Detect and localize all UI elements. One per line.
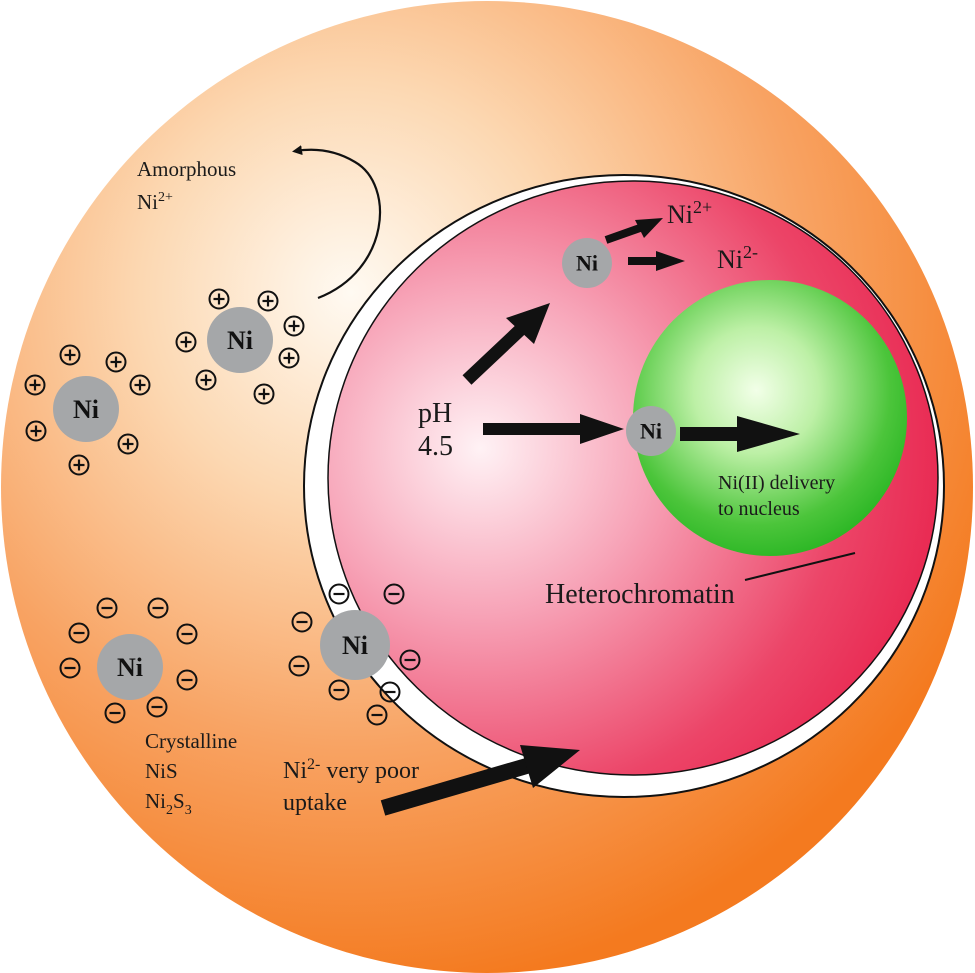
plus-charge-icon: + bbox=[278, 347, 300, 369]
minus-charge-icon: − bbox=[366, 704, 388, 726]
minus-charge-icon: − bbox=[328, 583, 350, 605]
plus-charge-icon: + bbox=[24, 374, 46, 396]
plus-charge-icon: + bbox=[175, 331, 197, 353]
ni2minus-product-label: Ni2- bbox=[717, 242, 758, 274]
ni-atom bbox=[97, 634, 163, 700]
arrow-ni-to-ni2minus bbox=[628, 251, 685, 271]
minus-charge-icon: − bbox=[383, 583, 405, 605]
ni-atom bbox=[207, 307, 273, 373]
nucleus bbox=[633, 280, 907, 556]
minus-charge-icon: − bbox=[104, 702, 126, 724]
heterochromatin-label: Heterochromatin bbox=[545, 579, 735, 610]
plus-charge-icon: + bbox=[208, 288, 230, 310]
ni-particle-crystalline-membrane: Ni−−−−−−−− bbox=[288, 583, 421, 726]
arrow-ph-to-lower-ni bbox=[483, 414, 624, 444]
ni-atom bbox=[53, 376, 119, 442]
minus-charge-icon: − bbox=[399, 649, 421, 671]
ni2plus-product-label: Ni2+ bbox=[667, 197, 712, 229]
ni-atom bbox=[320, 610, 390, 680]
minus-charge-icon: − bbox=[291, 611, 313, 633]
ph-label: pH bbox=[418, 398, 452, 429]
ni-atom-label: Ni bbox=[117, 653, 143, 682]
ni-atom-label: Ni bbox=[640, 419, 662, 444]
heterochromatin-pointer bbox=[744, 552, 856, 581]
plus-charge-icon: + bbox=[59, 344, 81, 366]
ph-value: 4.5 bbox=[418, 431, 453, 462]
plus-charge-icon: + bbox=[105, 351, 127, 373]
amorphous-ni2plus-label: Ni2+ bbox=[137, 190, 173, 214]
plus-charge-icon: + bbox=[129, 374, 151, 396]
ni-particle-amorphous-upper: Ni+++++++ bbox=[175, 288, 305, 405]
minus-charge-icon: − bbox=[288, 655, 310, 677]
plus-charge-icon: + bbox=[253, 383, 275, 405]
particle-layer: Ni+++++++Ni+++++++Ni−−−−−−−−Ni−−−−−−−−Ni… bbox=[24, 238, 676, 726]
arrow-ph-to-upper-ni bbox=[462, 303, 550, 385]
minus-charge-icon: − bbox=[176, 623, 198, 645]
plus-charge-icon: + bbox=[257, 290, 279, 312]
minus-charge-icon: − bbox=[176, 669, 198, 691]
ni-particle-crystalline-left: Ni−−−−−−−− bbox=[59, 597, 198, 724]
uptake-label-line2: uptake bbox=[283, 790, 347, 816]
plus-charge-icon: + bbox=[117, 433, 139, 455]
plus-charge-icon: + bbox=[25, 420, 47, 442]
ni-atom-label: Ni bbox=[576, 251, 598, 276]
crystalline-label: Crystalline bbox=[145, 729, 237, 753]
uptake-label: Ni2- very poor bbox=[283, 756, 419, 784]
ni-particle-amorphous-left: Ni+++++++ bbox=[24, 344, 151, 476]
minus-charge-icon: − bbox=[96, 597, 118, 619]
amorphous-label: Amorphous bbox=[137, 157, 236, 181]
minus-charge-icon: − bbox=[146, 696, 168, 718]
ni-atom bbox=[626, 406, 676, 456]
arrow-ni-to-nucleus bbox=[680, 416, 800, 452]
plus-charge-icon: + bbox=[195, 369, 217, 391]
plus-charge-icon: + bbox=[283, 315, 305, 337]
arrow-ni-to-ni2plus bbox=[604, 218, 663, 244]
plus-charge-icon: + bbox=[68, 454, 90, 476]
ni-particle-vacuole-lower: Ni bbox=[626, 406, 676, 456]
ni-particle-vacuole-upper: Ni bbox=[562, 238, 612, 288]
ni2s3-label: Ni2S3 bbox=[145, 789, 192, 818]
release-curve-arrow bbox=[292, 145, 382, 300]
ni-atom bbox=[562, 238, 612, 288]
ni-atom-label: Ni bbox=[73, 395, 99, 424]
delivery-label-line2: to nucleus bbox=[718, 498, 800, 520]
nis-label: NiS bbox=[145, 759, 178, 783]
ni-atom-label: Ni bbox=[227, 326, 253, 355]
minus-charge-icon: − bbox=[59, 657, 81, 679]
ni-atom-label: Ni bbox=[342, 631, 368, 660]
minus-charge-icon: − bbox=[379, 681, 401, 703]
minus-charge-icon: − bbox=[328, 679, 350, 701]
arrow-uptake bbox=[380, 745, 580, 816]
minus-charge-icon: − bbox=[147, 597, 169, 619]
minus-charge-icon: − bbox=[68, 622, 90, 644]
delivery-label: Ni(II) delivery bbox=[718, 472, 835, 494]
